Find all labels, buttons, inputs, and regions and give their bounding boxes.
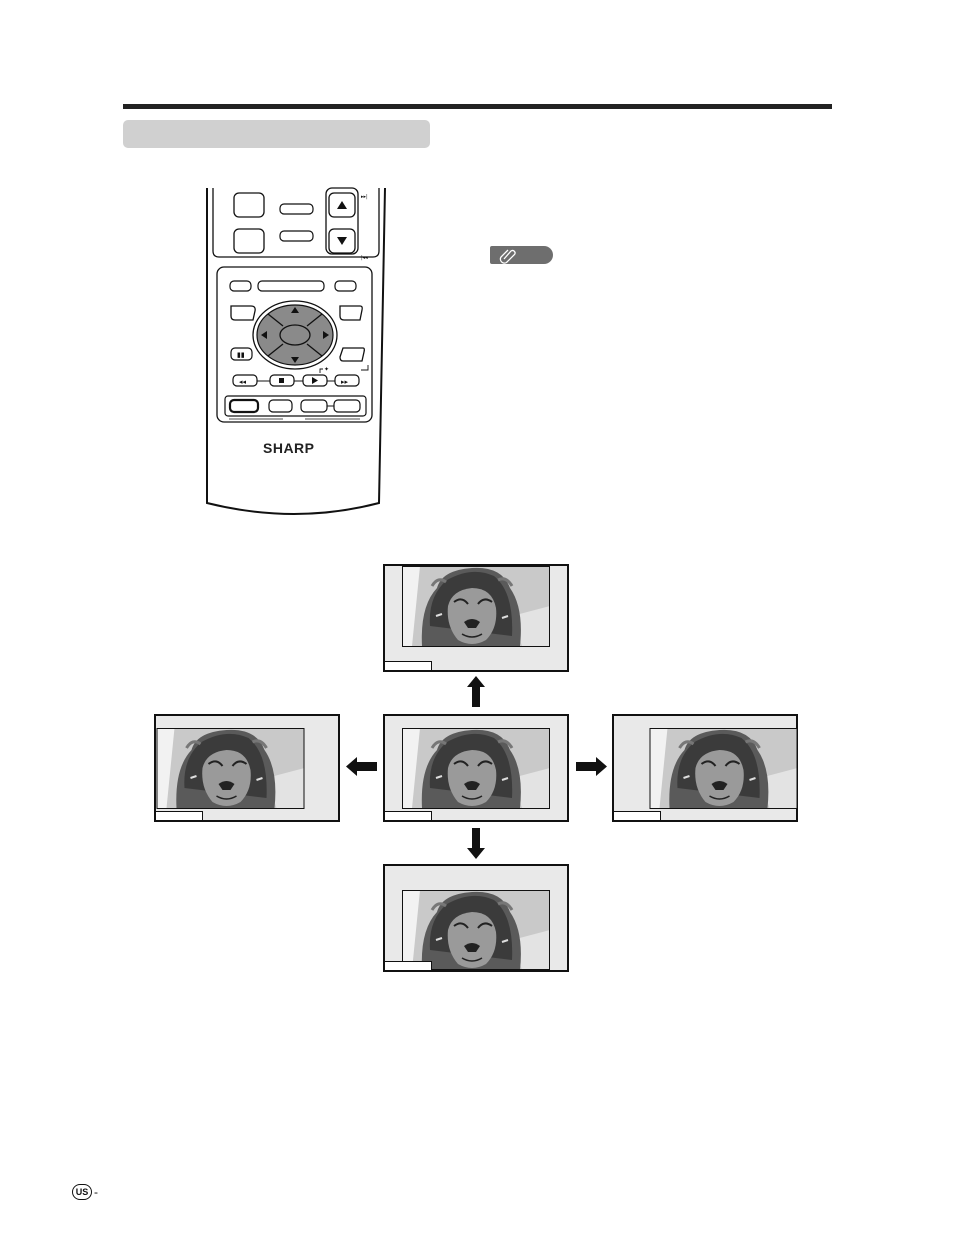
fast-forward-icon: ▸▸ (341, 378, 349, 386)
arrow-right-icon (576, 757, 607, 776)
arrow-up-icon (466, 676, 486, 707)
stop-icon (279, 378, 284, 383)
menu-button[interactable] (231, 306, 255, 320)
screen-label-box (385, 961, 432, 970)
region-mark: US (72, 1184, 92, 1200)
dpad-center-button[interactable] (280, 325, 310, 345)
screen-center (383, 714, 569, 822)
screen-shifted-up (383, 564, 569, 672)
side-button[interactable] (340, 348, 364, 361)
screen-label-box (614, 811, 661, 820)
screen-shifted-down (383, 864, 569, 972)
section-heading-bar (123, 120, 430, 148)
small-button-2[interactable] (335, 281, 356, 291)
lion-image (402, 890, 550, 970)
arrow-left-icon (346, 757, 377, 776)
top-rule (123, 104, 832, 109)
bottom-button-2[interactable] (269, 400, 292, 412)
mid-top-button[interactable] (280, 204, 313, 214)
left-top-button[interactable] (234, 193, 264, 217)
lion-image (402, 566, 550, 647)
screen-label-box (385, 661, 432, 670)
bottom-button-4[interactable] (334, 400, 360, 412)
lion-image (649, 728, 798, 809)
lion-image (156, 728, 305, 809)
svg-text:|◂◂: |◂◂ (361, 255, 368, 261)
bottom-button-1[interactable] (230, 400, 258, 412)
pause-icon: ▮▮ (237, 351, 245, 359)
wide-button[interactable] (258, 281, 324, 291)
remote-control: ▸▸| |◂◂ ▮▮ ✦ ◂◂ ▸▸ SHARP (195, 185, 395, 520)
page-separator: - (94, 1185, 98, 1199)
left-bottom-button[interactable] (234, 229, 264, 253)
page-marker: US- (72, 1183, 98, 1201)
note-badge (490, 246, 553, 264)
brand-logo: SHARP (263, 440, 315, 456)
svg-text:▸▸|: ▸▸| (361, 194, 368, 200)
rewind-icon: ◂◂ (239, 378, 247, 386)
screen-shifted-left (154, 714, 340, 822)
svg-text:✦: ✦ (324, 366, 329, 373)
small-button-1[interactable] (230, 281, 251, 291)
paperclip-icon (490, 246, 553, 264)
screen-label-box (156, 811, 203, 820)
lion-image (402, 728, 550, 809)
return-button[interactable] (340, 306, 362, 320)
screen-shifted-right (612, 714, 798, 822)
screen-label-box (385, 811, 432, 820)
bottom-button-3[interactable] (301, 400, 327, 412)
mid-bottom-button[interactable] (280, 231, 313, 241)
arrow-down-icon (466, 828, 486, 859)
